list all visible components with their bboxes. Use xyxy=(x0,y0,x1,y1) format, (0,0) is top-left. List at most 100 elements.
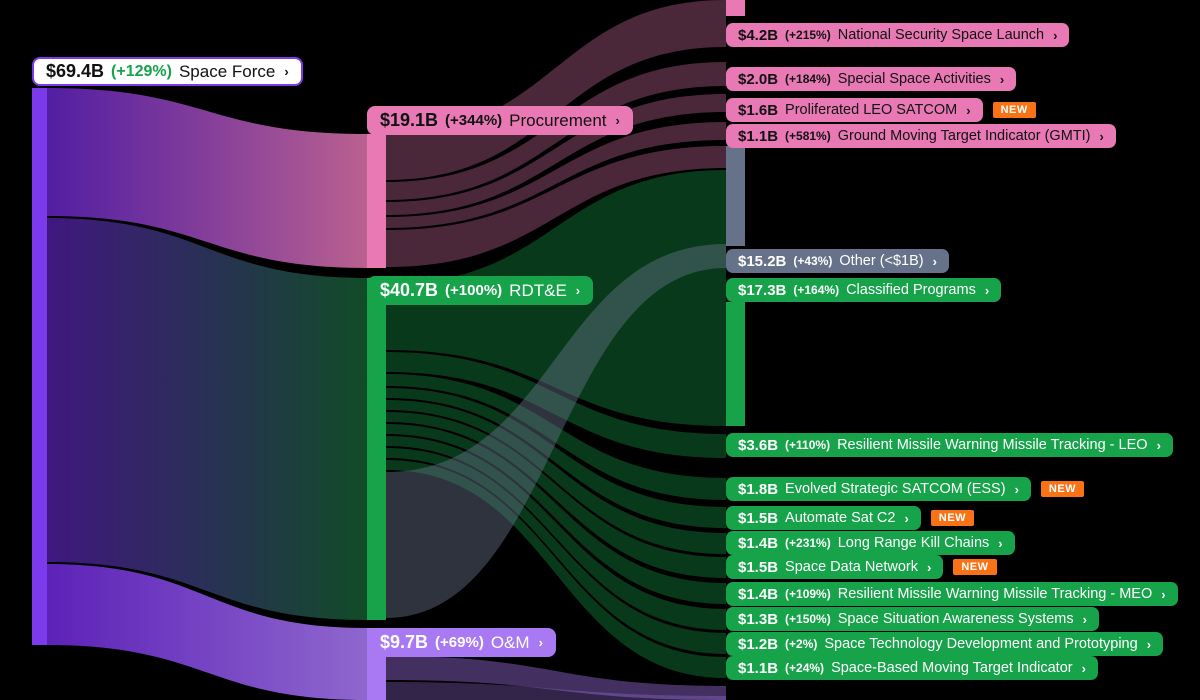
change-text: (+43%) xyxy=(793,254,833,268)
node-bar-rdte xyxy=(367,278,386,620)
node-label-space-based-moving-target-indicator[interactable]: $1.1B (+24%) Space-Based Moving Target Ind… xyxy=(726,656,1098,680)
new-badge: NEW xyxy=(1040,481,1085,497)
amount-text: $19.1B xyxy=(380,110,439,130)
amount-text: $1.5B xyxy=(738,558,779,576)
link-rdte-4 xyxy=(386,400,726,554)
new-badge: NEW xyxy=(992,102,1036,118)
amount-text: $4.2B xyxy=(738,26,779,44)
node-label-other-1b[interactable]: $15.2B (+43%) Other (<$1B) › xyxy=(726,249,949,273)
chevron-right-icon: › xyxy=(1161,586,1166,602)
amount-text: $1.4B xyxy=(738,534,779,552)
node-label-long-range-kill-chains[interactable]: $1.4B(+231%)Long Range Kill Chains› xyxy=(726,531,1015,555)
change-text: (+344%) xyxy=(445,112,503,129)
change-text: (+581%) xyxy=(785,129,831,143)
label-text: Procurement xyxy=(509,110,607,130)
change-text: (+100%) xyxy=(445,282,503,299)
link-rdte-1 xyxy=(386,352,726,458)
change-text: (+2%) xyxy=(785,637,818,651)
node-label-space-force[interactable]: $69.4B(+129%)Space Force› xyxy=(32,57,303,86)
link-rdte-7 xyxy=(386,436,726,630)
change-text: (+215%) xyxy=(785,28,831,42)
amount-text: $1.4B xyxy=(738,585,779,603)
amount-text: $1.8B xyxy=(738,480,779,498)
link-rdte-8 xyxy=(386,448,726,654)
new-badge: NEW xyxy=(930,510,974,526)
chevron-right-icon: › xyxy=(1099,128,1104,144)
chevron-right-icon: › xyxy=(984,282,990,298)
node-label-evolved-strategic-satcom-ess[interactable]: $1.8B Evolved Strategic SATCOM (ESS) › xyxy=(726,477,1031,501)
new-badge: NEW xyxy=(953,559,997,575)
label-text: Space-Based Moving Target Indicator xyxy=(831,660,1073,676)
label-text: Resilient Missile Warning Missile Tracki… xyxy=(837,586,1153,602)
change-text: (+150%) xyxy=(785,612,831,626)
label-text: Special Space Activities xyxy=(837,71,991,87)
link-space-force-rdte xyxy=(47,218,367,620)
label-text: National Security Space Launch xyxy=(837,27,1045,43)
chevron-right-icon: › xyxy=(284,64,289,79)
link-space-force-procurement xyxy=(47,88,367,268)
change-text: (+164%) xyxy=(793,283,840,297)
chevron-right-icon: › xyxy=(1156,437,1161,453)
node-label-procurement[interactable]: $19.1B (+344%) Procurement › xyxy=(367,106,633,135)
label-text: Automate Sat C2 xyxy=(785,510,896,526)
amount-text: $1.3B xyxy=(738,610,779,628)
label-text: Space Force xyxy=(178,61,276,81)
change-text: (+69%) xyxy=(435,634,484,651)
change-text: (+184%) xyxy=(785,72,831,86)
chevron-right-icon: › xyxy=(1014,481,1019,497)
amount-text: $69.4B xyxy=(46,61,105,81)
label-text: Long Range Kill Chains xyxy=(837,535,990,551)
link-procurement-0 xyxy=(386,0,726,180)
chevron-right-icon: › xyxy=(932,253,937,269)
change-text: (+109%) xyxy=(785,587,831,601)
label-text: Other (<$1B) xyxy=(839,253,924,269)
link-procurement-2 xyxy=(386,94,726,215)
amount-text: $3.6B xyxy=(738,436,779,454)
amount-text: $2.0B xyxy=(738,70,779,88)
link-space-force-om xyxy=(47,564,367,700)
link-procurement-4 xyxy=(386,146,726,267)
node-label-rdt-e[interactable]: $40.7B(+100%)RDT&E› xyxy=(367,276,594,305)
amount-text: $40.7B xyxy=(380,280,439,300)
chevron-right-icon: › xyxy=(904,510,909,526)
link-rdte-6 xyxy=(386,424,726,604)
chevron-right-icon: › xyxy=(538,635,543,650)
link-rdte-10 xyxy=(386,244,726,618)
node-label-national-security-space-launch[interactable]: $4.2B (+215%) National Security Space Laun… xyxy=(726,23,1070,47)
amount-text: $15.2B xyxy=(738,252,787,270)
amount-text: $1.1B xyxy=(738,659,779,677)
label-text: Resilient Missile Warning Missile Tracki… xyxy=(837,437,1148,453)
label-text: Proliferated LEO SATCOM xyxy=(785,102,958,118)
amount-text: $9.7B xyxy=(380,632,429,652)
amount-text: $1.6B xyxy=(738,101,779,119)
change-text: (+24%) xyxy=(785,661,825,675)
node-label-ground-moving-target-indicator-gmti[interactable]: $1.1B(+581%)Ground Moving Target Indicat… xyxy=(726,124,1116,148)
node-label-special-space-activities[interactable]: $2.0B(+184%)Special Space Activities› xyxy=(726,67,1017,91)
change-text: (+110%) xyxy=(785,438,831,452)
link-rdte-5 xyxy=(386,412,726,578)
node-bar-other xyxy=(726,146,745,246)
amount-text: $17.3B xyxy=(738,281,787,299)
link-rdte-2 xyxy=(386,374,726,500)
node-label-resilient-missile-warning-missile-tracking-meo[interactable]: $1.4B (+109%) Resilient Missile Warning Mi… xyxy=(726,582,1178,606)
label-text: Space Situation Awareness Systems xyxy=(837,611,1074,627)
node-label-classified-programs[interactable]: $17.3B (+164%) Classified Programs › xyxy=(726,278,1002,302)
label-text: Classified Programs xyxy=(846,282,976,298)
link-om-1 xyxy=(386,682,726,700)
chevron-right-icon: › xyxy=(615,113,620,128)
link-procurement-3 xyxy=(386,122,726,228)
amount-text: $1.2B xyxy=(738,635,779,653)
label-text: Ground Moving Target Indicator (GMTI) xyxy=(837,128,1091,144)
node-label-space-situation-awareness-systems[interactable]: $1.3B (+150%) Space Situation Awareness Sy… xyxy=(726,607,1099,631)
node-label-resilient-missile-warning-missile-tracking-leo[interactable]: $3.6B (+110%) Resilient Missile Warning Mi… xyxy=(726,433,1173,457)
chevron-right-icon: › xyxy=(1081,660,1086,676)
node-label-space-technology-development-and-prototyping[interactable]: $1.2B(+2%)Space Technology Development a… xyxy=(726,632,1164,656)
link-om-0 xyxy=(386,656,726,700)
node-bar-procurement xyxy=(367,134,386,268)
node-label-o-m[interactable]: $9.7B(+69%)O&M› xyxy=(367,628,556,657)
label-text: Evolved Strategic SATCOM (ESS) xyxy=(785,481,1006,497)
label-text: Space Data Network xyxy=(785,559,919,575)
